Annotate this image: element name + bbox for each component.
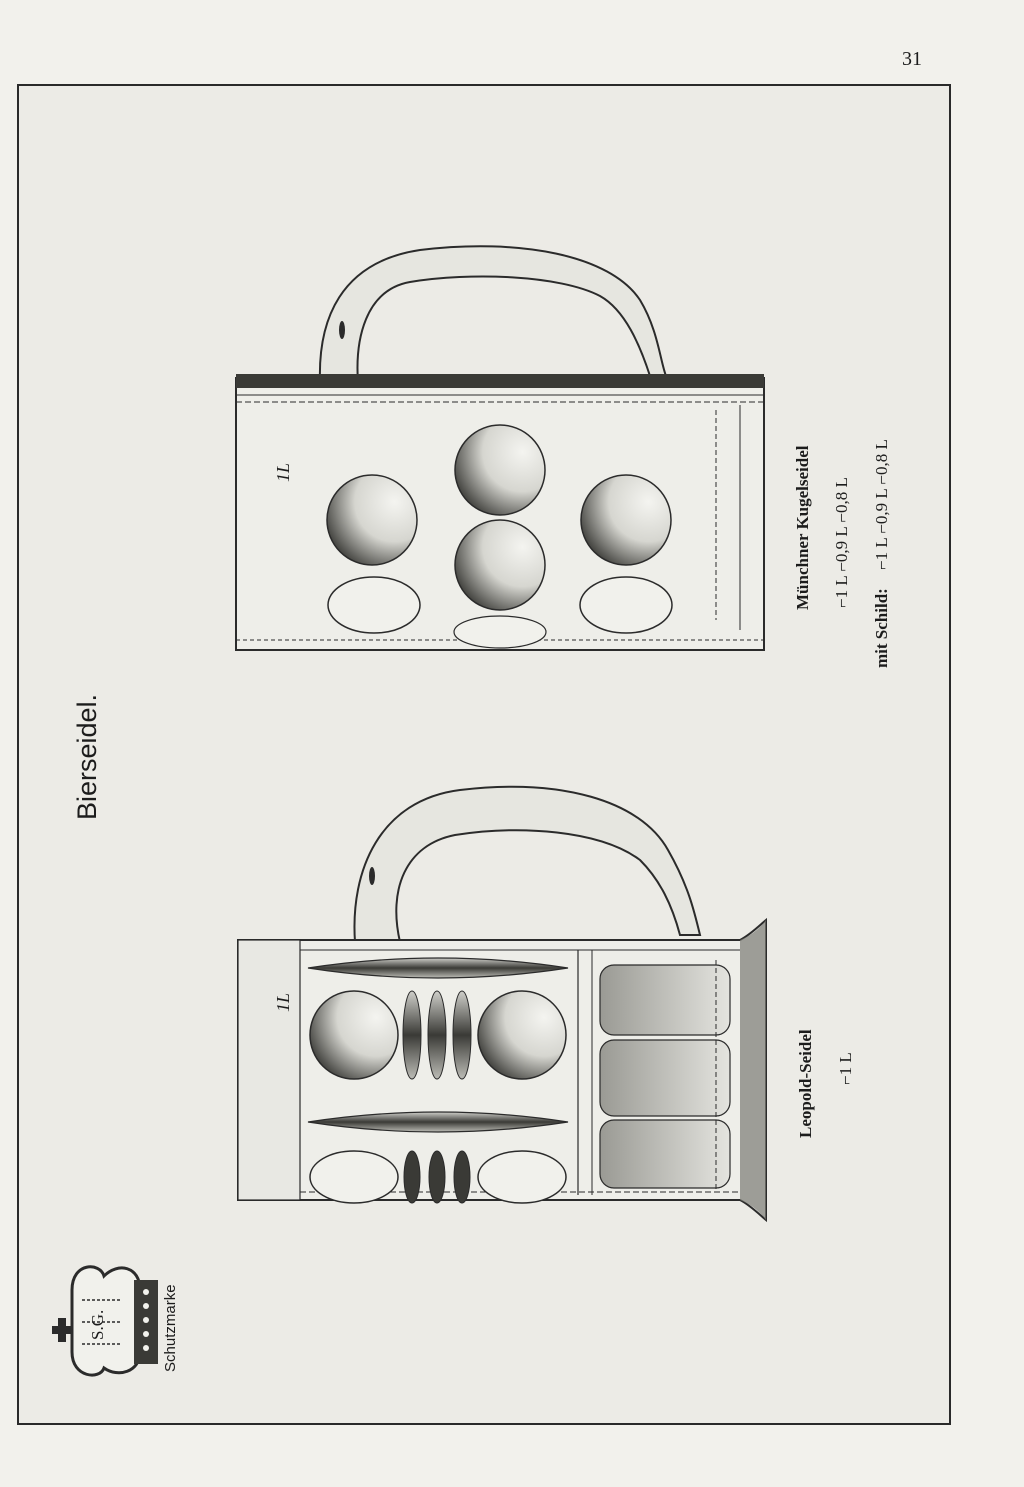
page-title: Bierseidel. — [72, 693, 102, 820]
page-number: 31 — [902, 48, 922, 70]
catalog-frame — [17, 84, 951, 1425]
kugelseidel-shield-sizes: ⌐1 L ⌐0,9 L ⌐0,8 L — [872, 439, 891, 570]
trademark-crown-logo — [52, 1265, 158, 1377]
leopold-seidel-mark: 1L — [273, 992, 293, 1012]
kugelseidel-name: Münchner Kugelseidel — [793, 445, 812, 611]
kugelseidel-shield-label: mit Schild: — [872, 588, 891, 668]
trademark-label: Schutzmarke — [162, 1284, 179, 1372]
leopold-seidel-sizes: ⌐1 L — [836, 1052, 855, 1085]
kugelseidel-mark: 1L — [273, 462, 293, 482]
kugelseidel-mug-drawing — [235, 245, 765, 651]
trademark-monogram: S.G. — [88, 1309, 107, 1340]
leopold-seidel-mug-drawing — [237, 785, 767, 1223]
leopold-seidel-name: Leopold-Seidel — [796, 1029, 815, 1138]
kugelseidel-sizes: ⌐1 L ⌐0,9 L ⌐0,8 L — [832, 477, 851, 608]
